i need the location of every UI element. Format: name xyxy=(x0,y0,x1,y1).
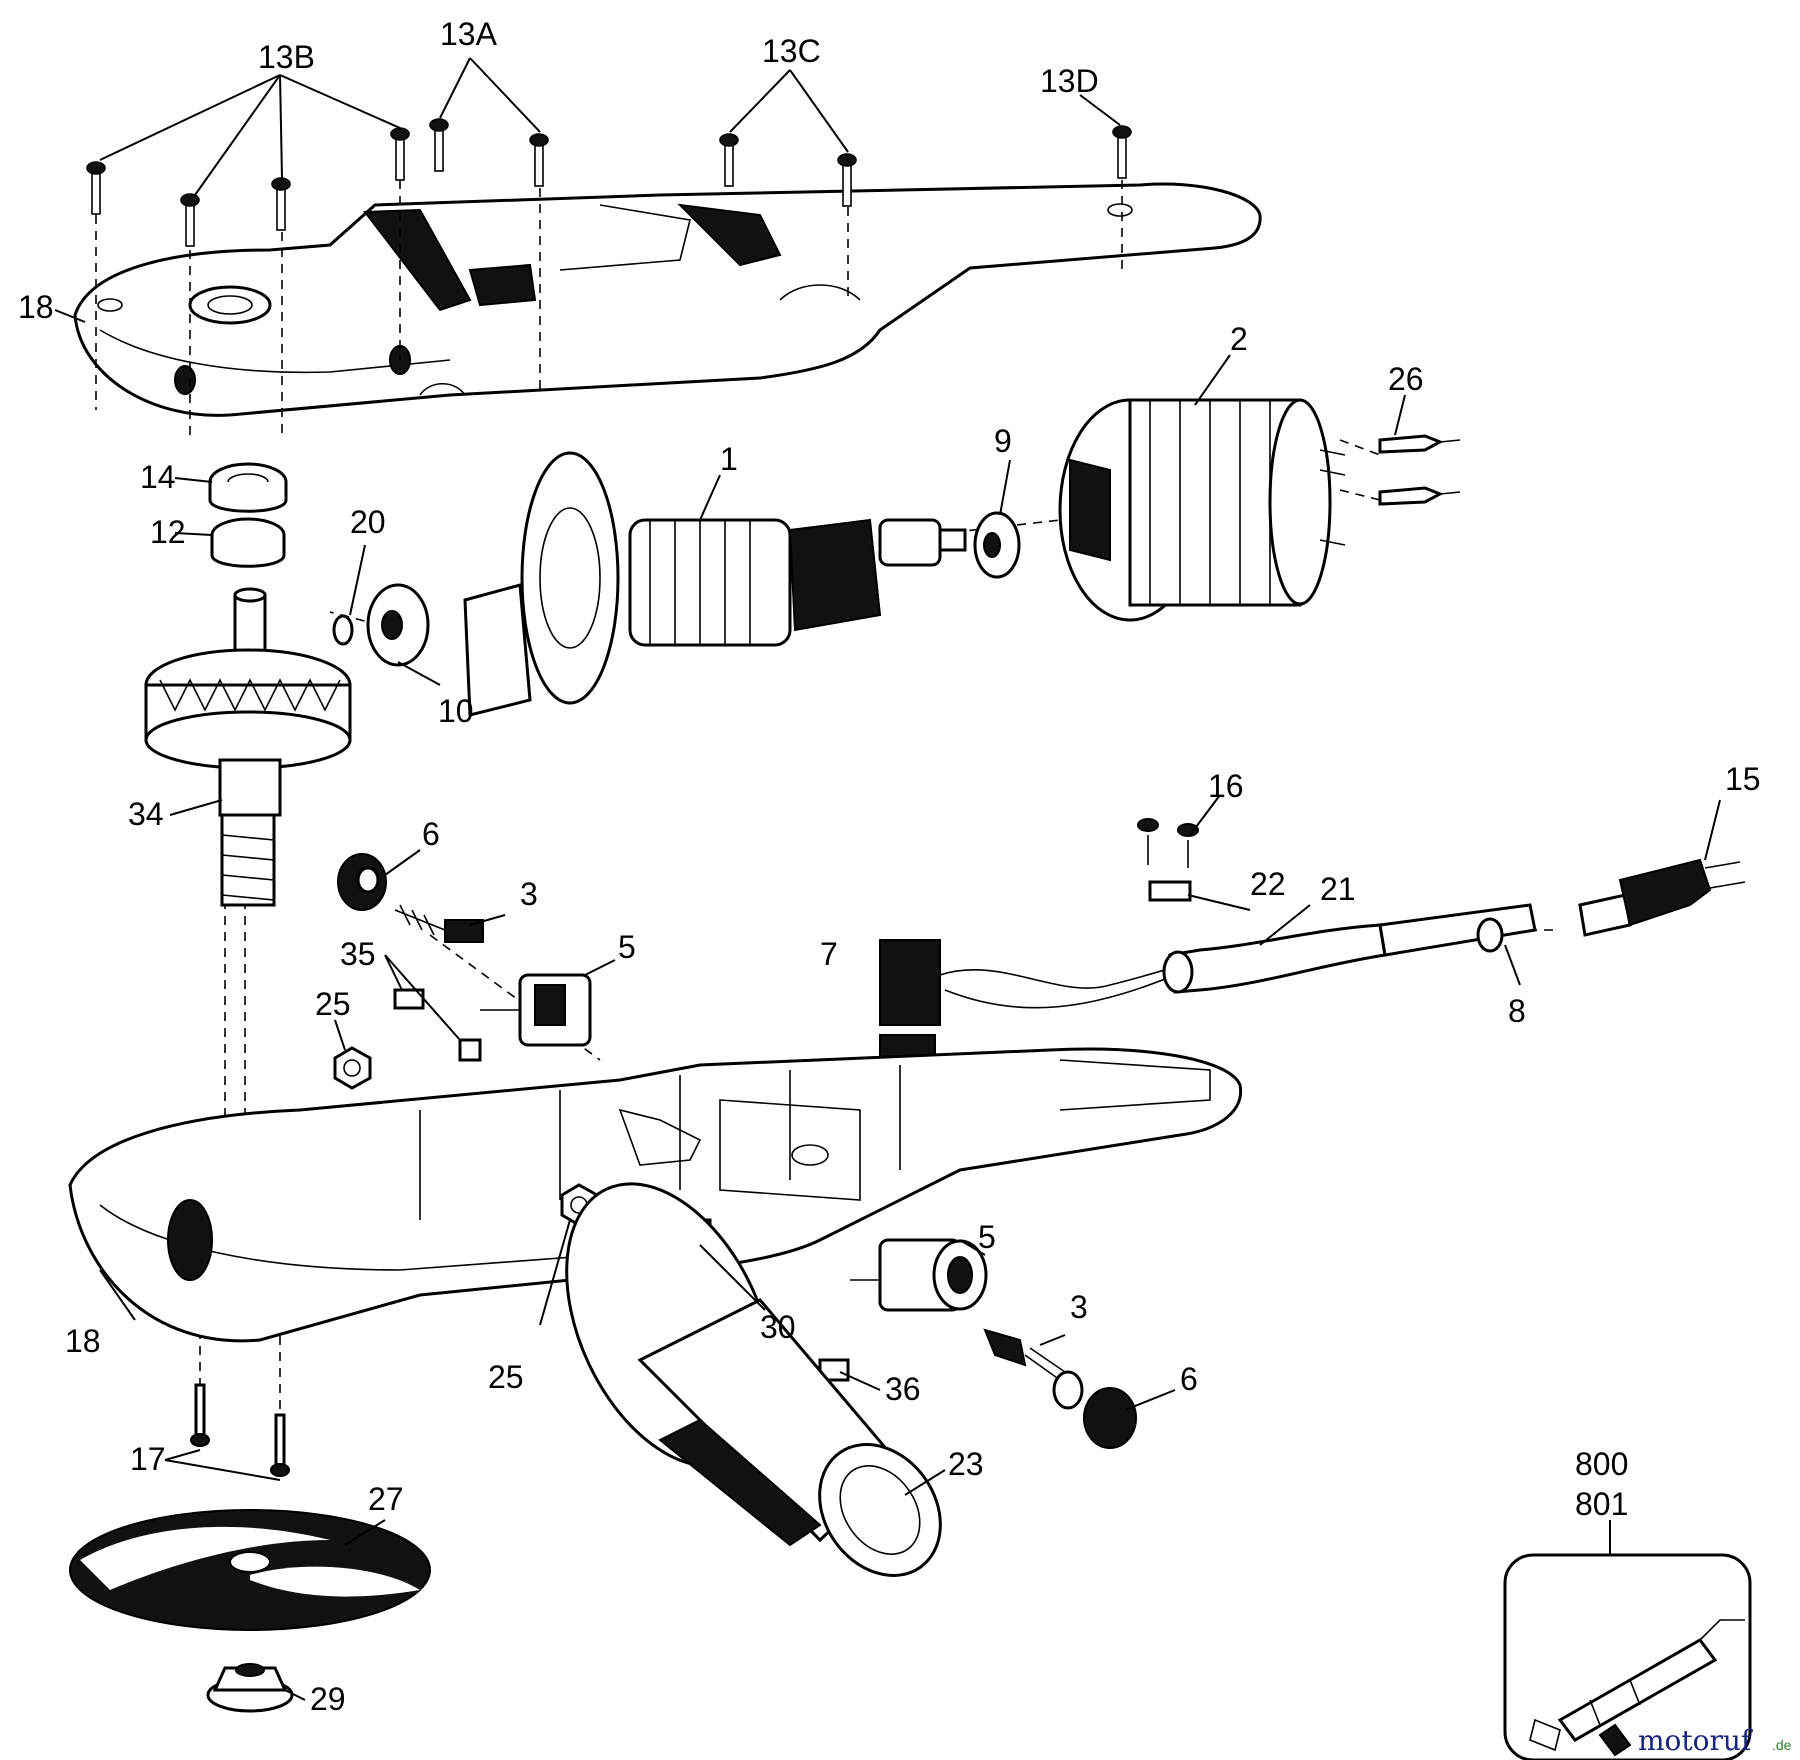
watermark-logo: motoruf .de xyxy=(1638,1724,1792,1757)
label-1: 1 xyxy=(720,441,738,477)
label-5-lower: 5 xyxy=(978,1219,996,1255)
label-10: 10 xyxy=(438,693,474,729)
label-8: 8 xyxy=(1508,993,1526,1029)
label-23: 23 xyxy=(948,1446,984,1482)
label-17: 17 xyxy=(130,1441,166,1477)
housing-screws xyxy=(86,118,1132,247)
label-18-top: 18 xyxy=(18,289,54,325)
label-13B: 13B xyxy=(258,39,315,75)
label-2: 2 xyxy=(1230,321,1248,357)
field-stator xyxy=(1058,398,1346,622)
label-16: 16 xyxy=(1208,768,1244,804)
label-26: 26 xyxy=(1388,361,1424,397)
base-screws xyxy=(164,1383,290,1481)
label-20: 20 xyxy=(350,504,386,540)
bearings xyxy=(208,462,1021,667)
switch-and-cord xyxy=(879,818,1746,1071)
label-13A: 13A xyxy=(440,16,498,52)
label-30: 30 xyxy=(760,1309,796,1345)
label-29: 29 xyxy=(310,1681,346,1717)
label-34: 34 xyxy=(128,796,164,832)
armature xyxy=(463,451,967,717)
part-labels: 13B 13A 13C 13D 18 2 26 1 9 14 12 20 10 … xyxy=(18,16,1761,1717)
label-6-lower: 6 xyxy=(1180,1361,1198,1397)
label-21: 21 xyxy=(1320,871,1356,907)
label-35: 35 xyxy=(340,936,376,972)
label-801: 801 xyxy=(1575,1486,1628,1522)
label-7: 7 xyxy=(820,936,838,972)
label-3-upper: 3 xyxy=(520,876,538,912)
watermark-text: motoruf xyxy=(1638,1724,1754,1757)
brush-parts-upper xyxy=(333,853,592,1090)
label-3-lower: 3 xyxy=(1070,1289,1088,1325)
backing-pad xyxy=(69,1509,431,1631)
label-13D: 13D xyxy=(1040,63,1099,99)
label-6-upper: 6 xyxy=(422,816,440,852)
spindle-gear xyxy=(144,587,352,907)
label-25-upper: 25 xyxy=(315,986,351,1022)
label-5-upper: 5 xyxy=(618,929,636,965)
label-12: 12 xyxy=(150,514,186,550)
watermark-suffix: .de xyxy=(1772,1737,1792,1753)
lock-nut xyxy=(206,1663,294,1713)
label-25-lower: 25 xyxy=(488,1359,524,1395)
label-15: 15 xyxy=(1725,761,1761,797)
side-handle xyxy=(565,1182,942,1577)
screw-leaders xyxy=(99,57,1121,196)
brush-parts-lower xyxy=(560,1183,1137,1449)
accessory-box xyxy=(1503,1520,1752,1760)
label-leaders xyxy=(54,309,1721,1701)
label-36: 36 xyxy=(885,1371,921,1407)
label-13C: 13C xyxy=(762,33,821,69)
label-9: 9 xyxy=(994,423,1012,459)
label-14: 14 xyxy=(140,459,176,495)
label-27: 27 xyxy=(368,1481,404,1517)
label-800: 800 xyxy=(1575,1446,1628,1482)
label-18-bottom: 18 xyxy=(65,1323,101,1359)
top-housing-half xyxy=(73,182,1262,417)
terminals xyxy=(1378,434,1461,506)
label-22: 22 xyxy=(1250,866,1286,902)
